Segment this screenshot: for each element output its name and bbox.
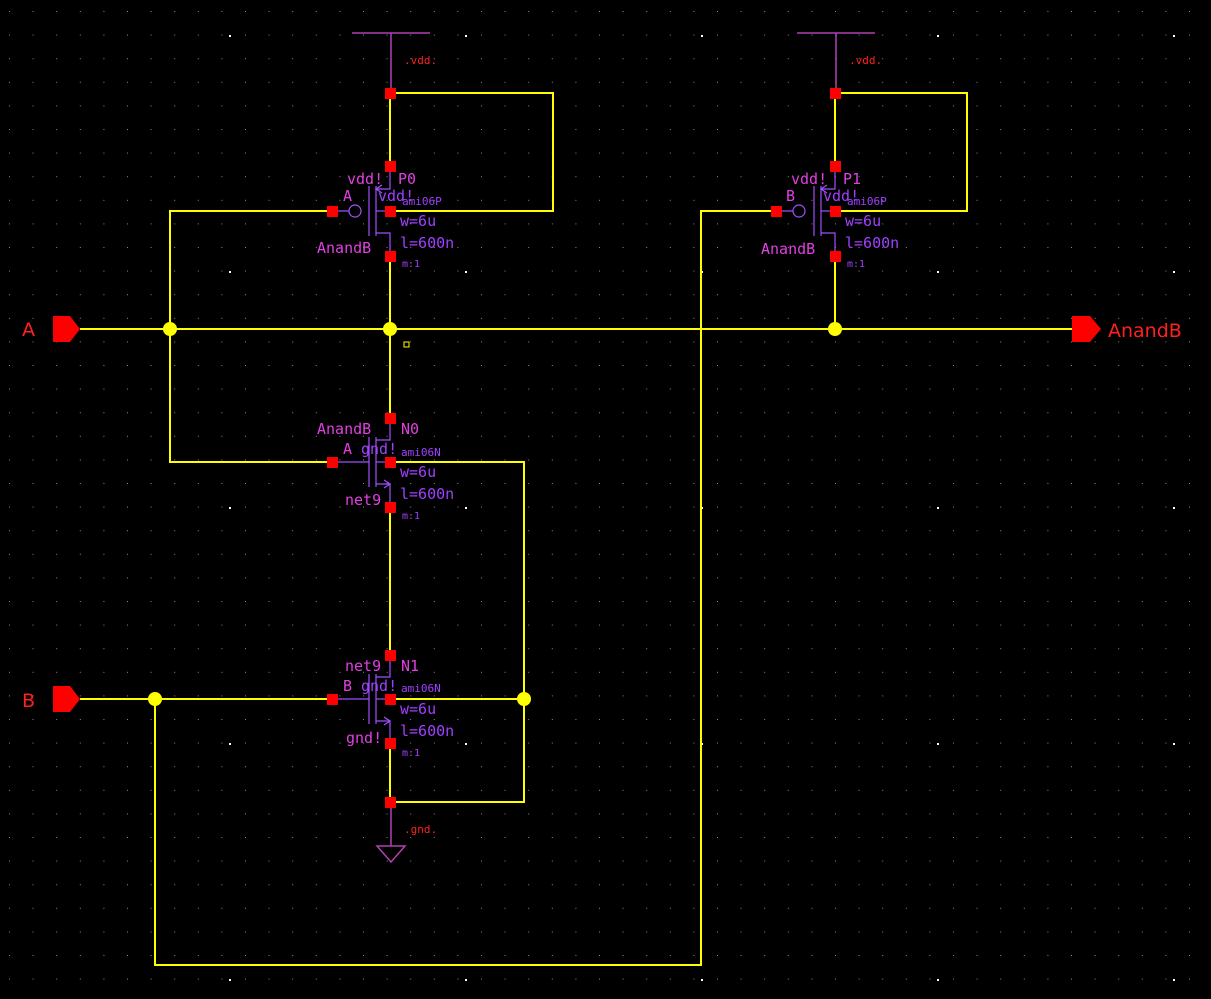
n0-gate-label: A (343, 440, 352, 458)
p1-bulk-label: vdd! (823, 187, 859, 205)
nmos-n1[interactable]: net9 N1 B gnd! ami06N w=6u l=600n gnd! m… (332, 655, 454, 759)
n1-gate-label: B (343, 677, 352, 695)
n0-drain-label: AnandB (317, 420, 371, 438)
n0-length: l=600n (400, 485, 454, 503)
gnd-symbol: .gnd. (375, 802, 437, 864)
n1-width: w=6u (400, 700, 436, 718)
p1-drain-label: AnandB (761, 240, 815, 258)
n1-drain-label: net9 (345, 657, 381, 675)
grid-dots (9, 11, 1190, 981)
terminals (327, 88, 841, 808)
p0-name: P0 (398, 170, 416, 188)
p1-name: P1 (843, 170, 861, 188)
n0-width: w=6u (400, 463, 436, 481)
n1-model: ami06N (401, 682, 441, 695)
wire-p1-bulk-loop (835, 92, 968, 212)
n1-mult: m:1 (402, 748, 420, 759)
gnd-label: .gnd. (404, 823, 437, 836)
pin-b-shape (53, 686, 80, 712)
pmos-p1[interactable]: P1 vdd! B vdd! ami06P w=6u l=600n AnandB… (761, 166, 899, 270)
p1-width: w=6u (845, 212, 881, 230)
p0-bulk-label: vdd! (378, 187, 414, 205)
p0-mult: m:1 (402, 259, 420, 270)
p1-mult: m:1 (847, 259, 865, 270)
p0-drain-label: AnandB (317, 239, 371, 257)
junctions (148, 322, 842, 706)
vdd-label-right: .vdd. (849, 54, 882, 67)
n1-bulk-label: gnd! (361, 677, 397, 695)
n1-source-label: gnd! (346, 729, 382, 747)
p1-source-label: vdd! (791, 170, 827, 188)
n1-name: N1 (401, 657, 419, 675)
p1-model: ami06P (847, 195, 887, 208)
junction-out-right (828, 322, 842, 336)
selection-marker (403, 341, 410, 348)
junction-b (148, 692, 162, 706)
p0-length: l=600n (400, 234, 454, 252)
pin-a-shape (53, 316, 80, 342)
wire-a-gates (169, 210, 332, 463)
p0-source-label: vdd! (347, 170, 383, 188)
wire-b-to-p1-gate (154, 210, 776, 966)
p1-gate-label: B (786, 187, 795, 205)
junction-out-left (383, 322, 397, 336)
p0-gate-label: A (343, 187, 352, 205)
pin-out-shape (1072, 316, 1101, 342)
pmos-p1-symbol (776, 166, 836, 256)
vdd-symbol-right: .vdd. (797, 32, 882, 93)
wire-gnd-bulk-loop (390, 461, 525, 803)
n0-model: ami06N (401, 446, 441, 459)
junction-gnd-bulk (517, 692, 531, 706)
n0-source-label: net9 (345, 491, 381, 509)
nmos-n0-symbol (332, 418, 392, 507)
pin-b[interactable]: B (22, 686, 80, 712)
nmos-n1-symbol (332, 655, 392, 743)
p0-width: w=6u (400, 212, 436, 230)
wires (80, 92, 1072, 966)
n0-mult: m:1 (402, 511, 420, 522)
pin-out-label: AnandB (1108, 320, 1182, 342)
n0-name: N0 (401, 420, 419, 438)
n0-bulk-label: gnd! (361, 440, 397, 458)
pin-a-label: A (22, 319, 35, 341)
pin-b-label: B (22, 690, 35, 712)
vdd-symbol-left: .vdd. (352, 32, 437, 93)
p0-model: ami06P (402, 195, 442, 208)
pin-a[interactable]: A (22, 316, 80, 342)
vdd-label-left: .vdd. (404, 54, 437, 67)
wire-p0-bulk-loop (390, 92, 554, 212)
p1-length: l=600n (845, 234, 899, 252)
pin-out[interactable]: AnandB (1072, 316, 1182, 342)
n1-length: l=600n (400, 722, 454, 740)
pmos-p0[interactable]: P0 vdd! A vdd! ami06P w=6u l=600n AnandB… (317, 166, 454, 270)
junction-a (163, 322, 177, 336)
nmos-n0[interactable]: AnandB N0 A gnd! ami06N w=6u l=600n net9… (317, 418, 454, 522)
